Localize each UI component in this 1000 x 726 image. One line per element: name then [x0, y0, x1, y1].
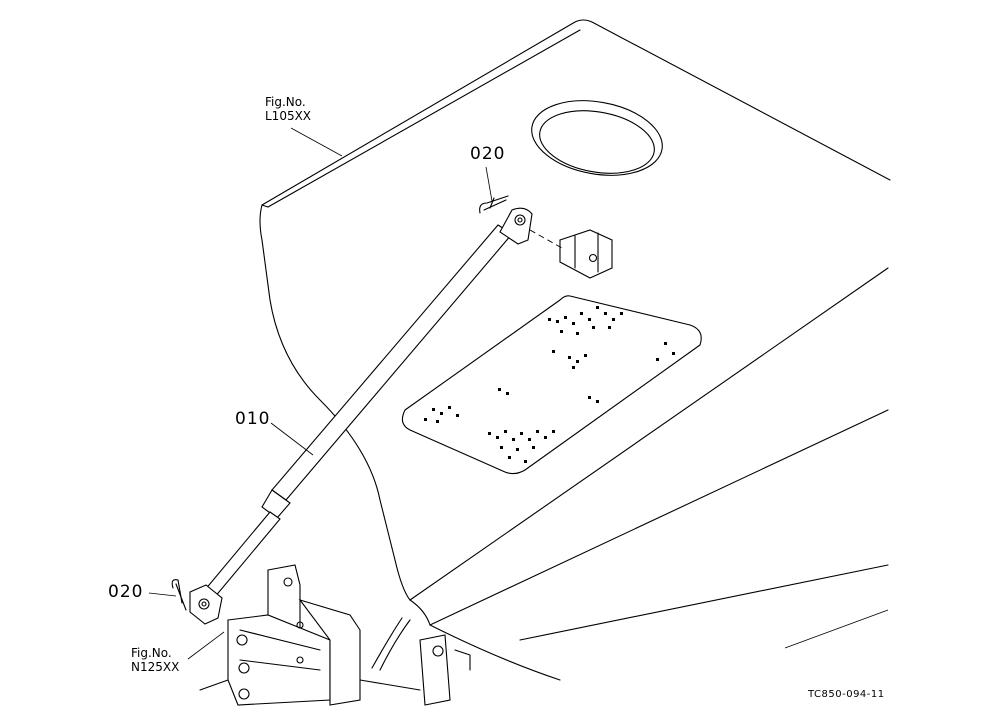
upper-bracket: [529, 229, 613, 279]
figure-ref-l105xx: Fig.No. L105XX: [265, 96, 311, 122]
hood-outline: [259, 19, 891, 681]
callout-020-bottom: 020: [108, 582, 144, 602]
lower-frame: [199, 564, 471, 706]
callout-020-top: 020: [470, 144, 506, 164]
figure-ref-n125xx-line1: Fig.No.: [131, 646, 172, 660]
leader-lines: [148, 127, 493, 660]
drawing-code: TC850-094-11: [808, 689, 885, 700]
grille-panel: [401, 295, 702, 475]
upper-pin: [479, 195, 509, 214]
figure-ref-l105xx-line2: L105XX: [265, 109, 312, 123]
figure-ref-n125xx: Fig.No. N125XX: [131, 647, 179, 673]
grille-perforations: [424, 306, 675, 463]
figure-ref-n125xx-line2: N125XX: [131, 660, 180, 674]
figure-ref-l105xx-line1: Fig.No.: [265, 95, 306, 109]
callout-010: 010: [235, 409, 271, 429]
lower-pin: [171, 579, 187, 611]
gas-spring: [189, 207, 533, 625]
hood-opening: [531, 100, 663, 176]
